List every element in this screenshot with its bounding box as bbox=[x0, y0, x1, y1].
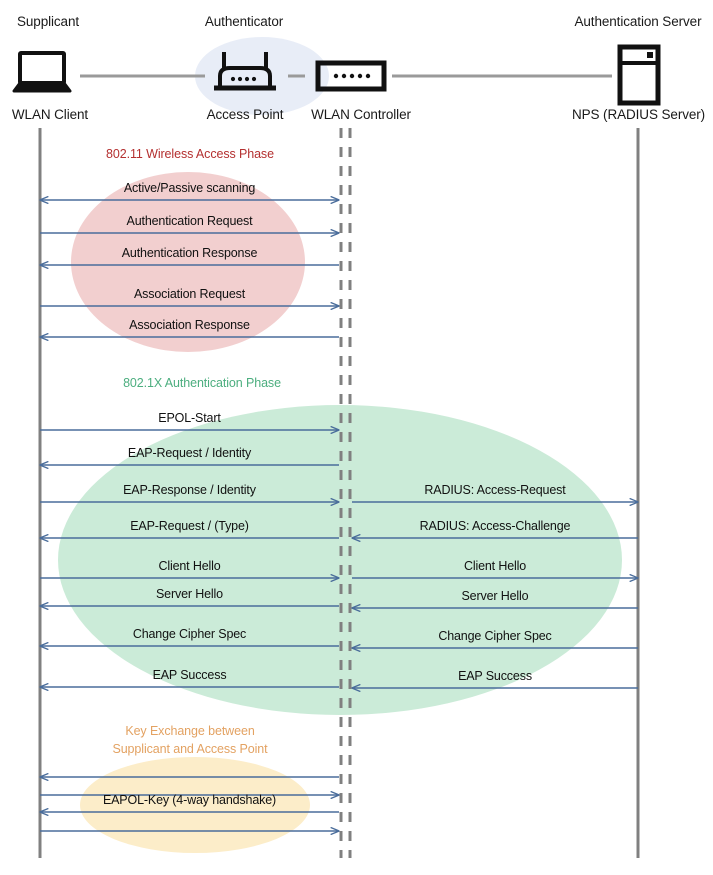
message-label: EAPOL-Key (4-way handshake) bbox=[102, 793, 277, 807]
phase-label-key-exchange-line1: Key Exchange between bbox=[125, 724, 255, 738]
node-role-supplicant: Supplicant bbox=[16, 14, 80, 29]
node-device-nps: NPS (RADIUS Server) bbox=[571, 107, 706, 122]
node-device-wlan-controller: WLAN Controller bbox=[311, 107, 411, 122]
message-label: EPOL-Start bbox=[158, 411, 221, 425]
laptop-icon bbox=[12, 51, 72, 93]
phase-label-key-exchange: Key Exchange between Supplicant and Acce… bbox=[75, 722, 305, 758]
message-label: RADIUS: Access-Challenge bbox=[419, 519, 571, 533]
node-device-access-point: Access Point bbox=[206, 107, 284, 122]
message-label: EAP Success bbox=[458, 669, 532, 683]
wireless-router-icon bbox=[214, 52, 276, 91]
message-label: Authentication Request bbox=[126, 214, 253, 228]
message-label: Association Response bbox=[129, 318, 250, 332]
message-label: Change Cipher Spec bbox=[132, 627, 247, 641]
server-tower-icon bbox=[617, 44, 661, 106]
message-label: EAP-Response / Identity bbox=[123, 483, 256, 497]
message-label: Active/Passive scanning bbox=[123, 181, 256, 195]
message-label: Authentication Response bbox=[121, 246, 258, 260]
authenticator-halo bbox=[195, 37, 329, 115]
phase-ellipse-wireless-access bbox=[71, 172, 305, 352]
message-label: Change Cipher Spec bbox=[438, 629, 552, 643]
message-label: Client Hello bbox=[463, 559, 527, 573]
node-role-auth-server: Authentication Server bbox=[574, 14, 702, 29]
message-label: Server Hello bbox=[156, 587, 223, 601]
phase-ellipse-dot1x bbox=[58, 405, 622, 715]
message-label: RADIUS: Access-Request bbox=[424, 483, 566, 497]
network-switch-icon bbox=[315, 60, 387, 92]
node-device-wlan-client: WLAN Client bbox=[11, 107, 89, 122]
message-arrow-layer bbox=[40, 200, 638, 831]
message-label: Server Hello bbox=[461, 589, 529, 603]
message-label: EAP-Request / Identity bbox=[127, 446, 252, 460]
phase-label-key-exchange-line2: Supplicant and Access Point bbox=[112, 742, 268, 757]
phase-ellipse-key-exchange bbox=[80, 757, 310, 853]
phase-label-dot1x: 802.1X Authentication Phase bbox=[123, 376, 281, 390]
message-label: EAP Success bbox=[152, 668, 227, 682]
node-role-authenticator: Authenticator bbox=[204, 14, 284, 29]
message-label: Client Hello bbox=[158, 559, 221, 573]
message-label: EAP-Request / (Type) bbox=[130, 519, 249, 533]
phase-label-wireless-access: 802.11 Wireless Access Phase bbox=[106, 147, 274, 161]
message-label: Association Request bbox=[133, 287, 246, 301]
